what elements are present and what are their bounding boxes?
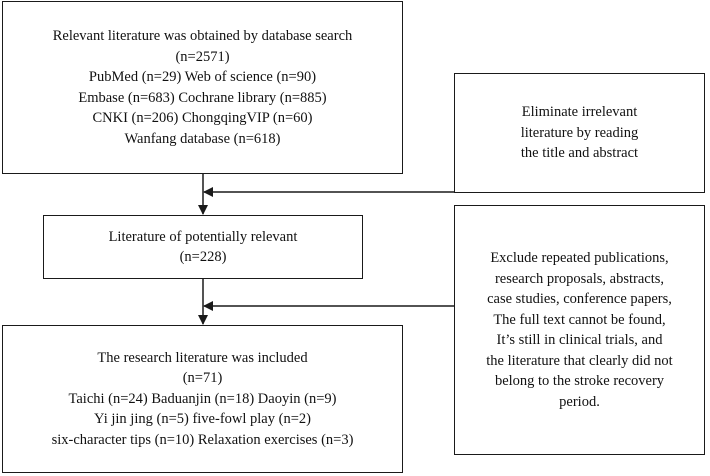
search-title: Relevant literature was obtained by data… <box>52 28 353 44</box>
exclusion-criteria-box: Exclude repeated publications, research … <box>454 205 705 455</box>
eliminate-line-3: the title and abstract <box>520 145 639 162</box>
relevant-count: (n=228) <box>179 249 227 265</box>
included-title: The research literature was included <box>97 349 308 366</box>
eliminate-irrelevant-box: Eliminate irrelevant literature by readi… <box>454 73 705 193</box>
exclude-line-5: It’s still in clinical trials, and <box>496 332 663 348</box>
exclude-line-4: The full text cannot be found, <box>493 311 666 328</box>
eliminate-line-2: literature by reading <box>520 124 639 141</box>
included-line-yijinjing: Yi jin jing (n=5) five-fowl play (n=2) <box>94 411 311 428</box>
relevant-title: Literature of potentially relevant <box>108 228 298 245</box>
included-literature-box: The research literature was included (n=… <box>2 325 403 473</box>
exclude-line-1: Exclude repeated publications, <box>490 250 669 266</box>
exclude-line-7: belong to the stroke recovery <box>494 373 665 389</box>
search-line-wanfang: Wanfang database (n=618) <box>124 130 281 147</box>
exclude-line-2: research proposals, abstracts, <box>494 270 665 287</box>
exclude-line-6: the literature that clearly did not <box>486 352 673 369</box>
included-line-taichi: Taichi (n=24) Baduanjin (n=18) Daoyin (n… <box>68 390 337 407</box>
exclude-line-8: period. <box>559 393 600 410</box>
search-total-count: (n=2571) <box>175 48 230 65</box>
exclude-line-3: case studies, conference papers, <box>487 291 672 307</box>
potentially-relevant-box: Literature of potentially relevant (n=22… <box>43 215 363 279</box>
included-line-sixchar: six-character tips (n=10) Relaxation exe… <box>51 431 354 448</box>
database-search-box: Relevant literature was obtained by data… <box>2 1 403 174</box>
search-line-cnki-vip: CNKI (n=206) ChongqingVIP (n=60) <box>92 110 313 126</box>
included-count: (n=71) <box>182 370 223 387</box>
search-line-embase-cochrane: Embase (n=683) Cochrane library (n=885) <box>78 89 327 106</box>
eliminate-line-1: Eliminate irrelevant <box>521 104 638 121</box>
search-line-pubmed-wos: PubMed (n=29) Web of science (n=90) <box>88 69 317 85</box>
